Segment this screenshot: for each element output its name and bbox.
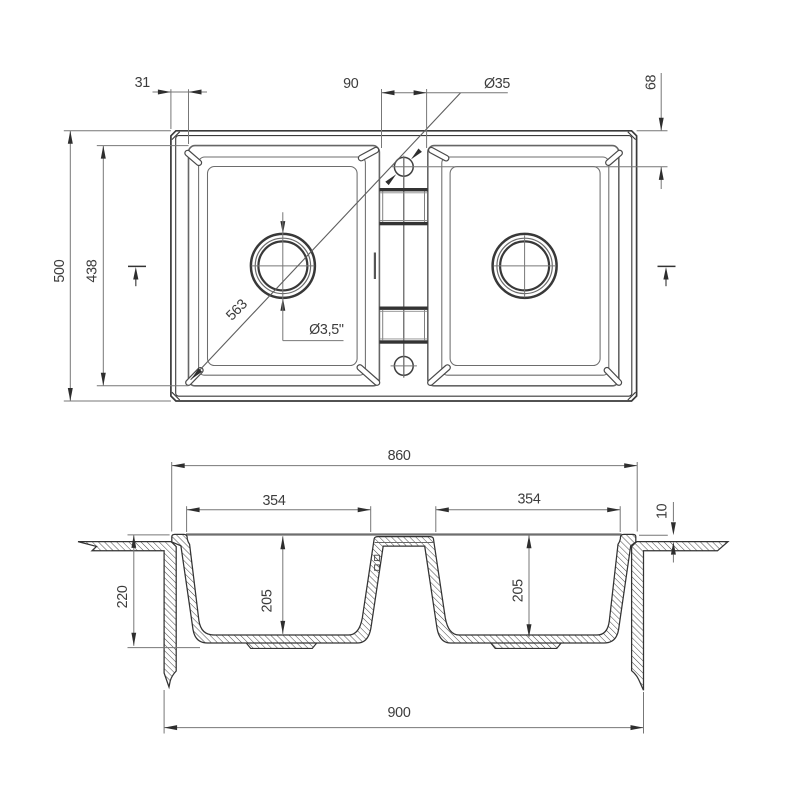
svg-text:438: 438: [84, 259, 100, 282]
svg-text:Ø3,5": Ø3,5": [309, 322, 344, 338]
svg-text:500: 500: [52, 259, 68, 282]
svg-text:68: 68: [643, 75, 659, 91]
svg-text:220: 220: [115, 585, 131, 608]
svg-text:354: 354: [263, 493, 286, 509]
svg-text:90: 90: [343, 76, 359, 92]
svg-text:860: 860: [388, 448, 411, 464]
svg-text:10: 10: [654, 503, 670, 519]
svg-text:205: 205: [511, 579, 527, 602]
svg-text:900: 900: [388, 705, 411, 721]
svg-text:Ø35: Ø35: [484, 76, 510, 92]
svg-text:354: 354: [518, 492, 541, 508]
svg-text:31: 31: [135, 75, 151, 91]
svg-text:205: 205: [259, 589, 275, 612]
